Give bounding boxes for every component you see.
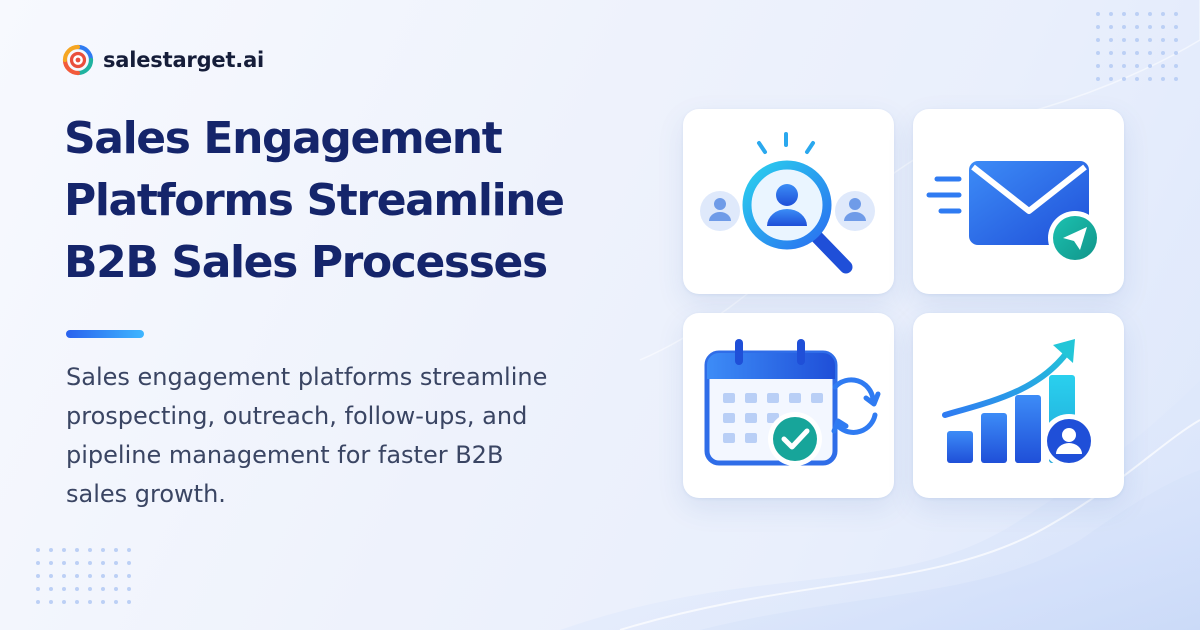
description-line-1: Sales engagement platforms streamline — [66, 363, 548, 391]
page-title: Sales Engagement Platforms Streamline B2… — [64, 108, 684, 294]
dot-pattern-top-right — [1096, 12, 1178, 81]
headline-line-1: Sales Engagement — [64, 113, 503, 164]
headline-line-3: B2B Sales Processes — [64, 237, 548, 288]
email-send-icon — [926, 161, 1102, 265]
feature-card-prospecting — [683, 109, 894, 294]
accent-divider — [66, 330, 144, 338]
target-logo-icon — [62, 44, 94, 76]
description-line-4: sales growth. — [66, 480, 226, 508]
description-line-3: pipeline management for faster B2B — [66, 441, 504, 469]
dot-pattern-bottom-left — [36, 548, 131, 604]
feature-card-pipeline — [913, 313, 1124, 498]
brand[interactable]: salestarget.ai — [62, 44, 264, 76]
feature-card-follow-ups — [683, 313, 894, 498]
brand-name: salestarget.ai — [103, 48, 265, 72]
feature-card-outreach — [913, 109, 1124, 294]
description: Sales engagement platforms streamline pr… — [66, 358, 626, 514]
prospect-search-icon — [700, 132, 875, 274]
calendar-sync-icon — [704, 339, 881, 466]
description-line-2: prospecting, outreach, follow-ups, and — [66, 402, 528, 430]
growth-chart-icon — [942, 339, 1096, 468]
headline-line-2: Platforms Streamline — [64, 175, 565, 226]
